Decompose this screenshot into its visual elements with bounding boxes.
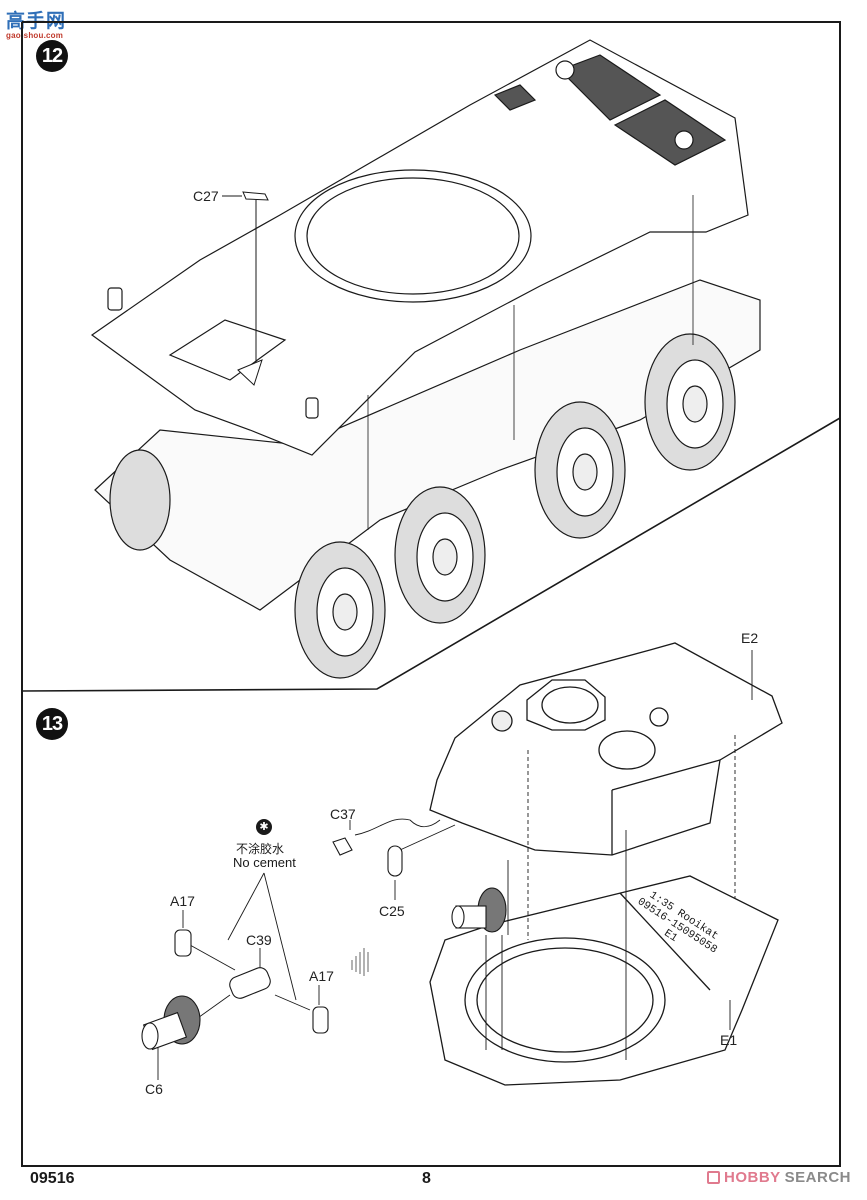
part-label-a17-left: A17 bbox=[170, 893, 195, 909]
wheel bbox=[294, 541, 386, 679]
part-label-c25: C25 bbox=[379, 903, 405, 919]
hobby-search-watermark: HOBBY SEARCH bbox=[707, 1169, 851, 1186]
part-label-c27: C27 bbox=[193, 188, 219, 204]
step-number-badge: 12 bbox=[36, 40, 68, 72]
brand-part2: SEARCH bbox=[784, 1169, 852, 1186]
page-number: 8 bbox=[422, 1170, 431, 1187]
wheel bbox=[644, 333, 736, 471]
mirror-right bbox=[305, 397, 319, 419]
part-label-c39: C39 bbox=[246, 932, 272, 948]
part-label-c37: C37 bbox=[330, 806, 356, 822]
no-cement-note-en: No cement bbox=[233, 855, 296, 870]
no-cement-note-cn: 不涂胶水 bbox=[236, 842, 285, 856]
mirror-left bbox=[107, 287, 123, 311]
engine-grille-1 bbox=[558, 54, 662, 121]
part-c39-drawing bbox=[229, 967, 271, 999]
small-grille bbox=[493, 84, 537, 111]
driver-hatch bbox=[168, 319, 287, 381]
product-code: 09516 bbox=[30, 1170, 75, 1187]
watermark-url: gao-shou.com bbox=[6, 31, 64, 40]
brand-part1: HOBBY bbox=[724, 1169, 781, 1186]
assembly-leaders-step12 bbox=[367, 195, 694, 530]
wheel bbox=[394, 486, 486, 624]
part-c6-on-hull bbox=[451, 887, 507, 933]
part-label-e1: E1 bbox=[720, 1032, 738, 1048]
part-a17-right-drawing bbox=[312, 1006, 329, 1034]
part-c37-drawing bbox=[332, 837, 353, 856]
page-frame bbox=[21, 21, 841, 1167]
step-number-badge: 13 bbox=[36, 708, 68, 740]
hobby-search-logo-icon bbox=[707, 1171, 720, 1184]
small-parts-step13 bbox=[141, 837, 403, 1051]
part-a17-left-drawing bbox=[174, 929, 192, 957]
engine-grille-2 bbox=[613, 99, 727, 166]
part-label-c6: C6 bbox=[145, 1081, 163, 1097]
hull-lower-e1 bbox=[429, 875, 779, 1086]
direction-hatch-arrow bbox=[351, 948, 369, 976]
assembly-leaders-step13 bbox=[157, 650, 753, 1080]
part-c27-drawing bbox=[222, 191, 269, 386]
part-label-e2: E2 bbox=[741, 630, 759, 646]
wheels-step12 bbox=[109, 333, 736, 679]
hull-upper-e2 bbox=[429, 642, 783, 856]
part-c25-drawing bbox=[387, 845, 403, 877]
wheel bbox=[109, 449, 171, 551]
part-c6-drawing bbox=[141, 995, 201, 1051]
step-divider bbox=[21, 417, 841, 692]
turret-ring bbox=[294, 169, 532, 303]
no-glue-icon: ✱ bbox=[256, 819, 272, 835]
part-label-a17-right: A17 bbox=[309, 968, 334, 984]
wheel bbox=[534, 401, 626, 539]
